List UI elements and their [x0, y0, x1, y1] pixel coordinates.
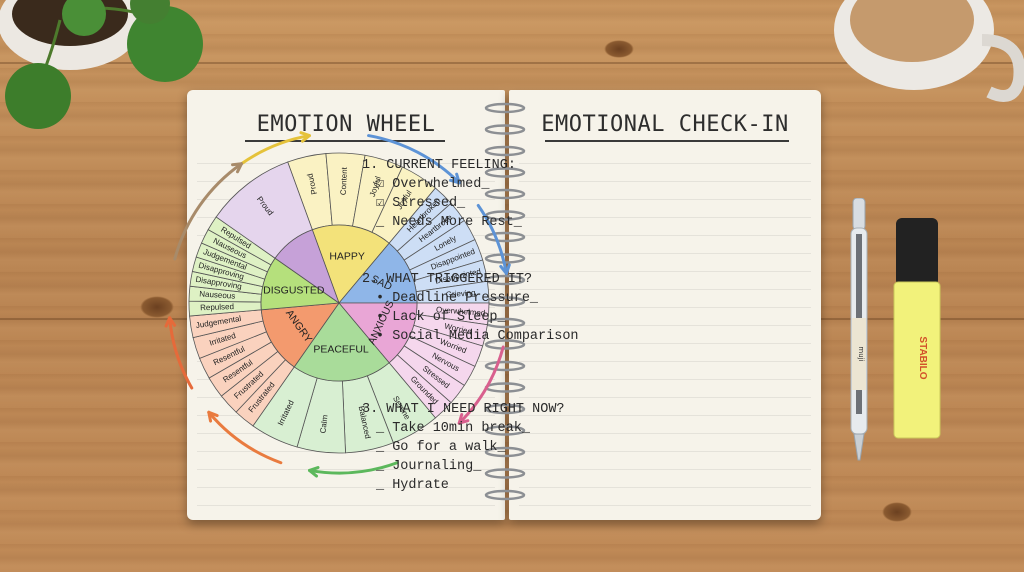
spiral-ring: [484, 425, 526, 436]
cycle-arrow: [207, 410, 283, 465]
spiral-ring: [484, 403, 526, 415]
gel-pen: muji: [850, 198, 868, 461]
section-current-feeling: 1. CURRENT FEELING: ☑ Overwhelmed_ ☑ Str…: [362, 156, 622, 232]
list-item: ☑ Overwhelmed_: [376, 177, 490, 192]
section-title: 2. WHAT TRIGGERED IT?: [362, 272, 533, 287]
wheel-outer-word: Proud: [306, 173, 319, 196]
spiral-ring: [484, 339, 526, 350]
highlighter-marker: STABILO: [893, 218, 941, 439]
cycle-arrow: [173, 162, 243, 261]
wheel-outer-word: Overwhelmed: [436, 305, 486, 318]
section-needs: 3. WHAT I NEED RIGHT NOW? _ Take 10min b…: [362, 400, 622, 495]
section-title: 3. WHAT I NEED RIGHT NOW?: [362, 402, 565, 417]
cycle-arrow: [367, 134, 461, 185]
list-item: _ Needs More Rest_: [376, 215, 522, 230]
check-in-title: EMOTIONAL CHECK-IN: [541, 112, 789, 137]
wheel-outer-word: Repulsed: [200, 302, 234, 312]
spiral-ring: [484, 360, 526, 372]
wood-knot: [882, 502, 912, 522]
potted-plant: [0, 0, 203, 129]
cycle-arrow: [168, 316, 194, 390]
list-item: _ Journaling_: [376, 459, 482, 474]
spiral-ring: [484, 231, 526, 243]
wheel-outer-word: Nauseous: [199, 289, 236, 300]
section-triggers: 2. WHAT TRIGGERED IT? • Deadline Pressur…: [362, 270, 622, 346]
wheel-core-angry: [260, 302, 340, 368]
wheel-outer-word: Grieving: [445, 288, 475, 299]
list-item: _ Take 10min break_: [376, 421, 530, 436]
right-page: EMOTIONAL CHECK-IN: [509, 90, 821, 520]
arrow-head: [164, 316, 177, 328]
ruled-lines: [519, 146, 811, 510]
list-item: • Lack of Sleep_: [376, 310, 506, 325]
arrow-head: [307, 466, 320, 478]
spiral-ring: [484, 188, 526, 200]
emotion-wheel-title: EMOTION WHEEL: [256, 112, 436, 137]
pen-brand-label: muji: [857, 346, 865, 361]
cycle-arrow: [476, 203, 508, 275]
arrow-head: [499, 263, 511, 275]
arrow-head: [231, 162, 243, 174]
list-item: _ Go for a walk_: [376, 440, 506, 455]
arrow-head: [207, 410, 219, 423]
arrow-head: [457, 413, 470, 425]
check-in-list: 1. CURRENT FEELING: ☑ Overwhelmed_ ☑ Str…: [362, 156, 622, 495]
spiral-ring: [484, 124, 526, 135]
cycle-arrow: [457, 345, 505, 425]
spiral-ring: [484, 446, 526, 458]
cycle-arrow: [239, 134, 311, 166]
wheel-core-peaceful: [293, 302, 390, 382]
list-item: • Social Media Comparison: [376, 329, 579, 344]
spiral-ring: [484, 167, 526, 178]
title-underline: [245, 140, 445, 142]
wheel-core-purple: [274, 229, 340, 305]
wood-knot: [140, 296, 174, 318]
plank-seam: [0, 62, 1024, 64]
core-label-disgusted: DISGUSTED: [263, 285, 325, 297]
wheel-core-sad: [338, 242, 418, 304]
spiral-ring: [484, 489, 526, 501]
core-label-peaceful: PEACEFUL: [313, 344, 369, 356]
spiral-ring: [484, 468, 526, 479]
wheel-outer-word: Content: [339, 166, 349, 195]
list-item: • Deadline Pressure_: [376, 291, 539, 306]
spiral-ring: [484, 145, 526, 157]
section-title: 1. CURRENT FEELING:: [362, 158, 516, 173]
arrow-head: [449, 172, 461, 185]
list-item: _ Hydrate: [376, 478, 449, 493]
marker-brand-label: STABILO: [917, 336, 928, 379]
wheel-outer-word: Calm: [318, 414, 329, 434]
wheel-core-anxious: [338, 302, 418, 364]
coffee-mug: [834, 0, 1024, 102]
list-item: ☑ Stressed_: [376, 196, 466, 211]
arrow-head: [299, 131, 311, 143]
cycle-arrow: [307, 461, 399, 475]
wheel-core-happy: [311, 224, 390, 304]
title-underline: [545, 140, 789, 142]
core-label-happy: HAPPY: [329, 251, 365, 263]
wood-knot: [604, 40, 634, 58]
spiral-ring: [484, 102, 526, 114]
